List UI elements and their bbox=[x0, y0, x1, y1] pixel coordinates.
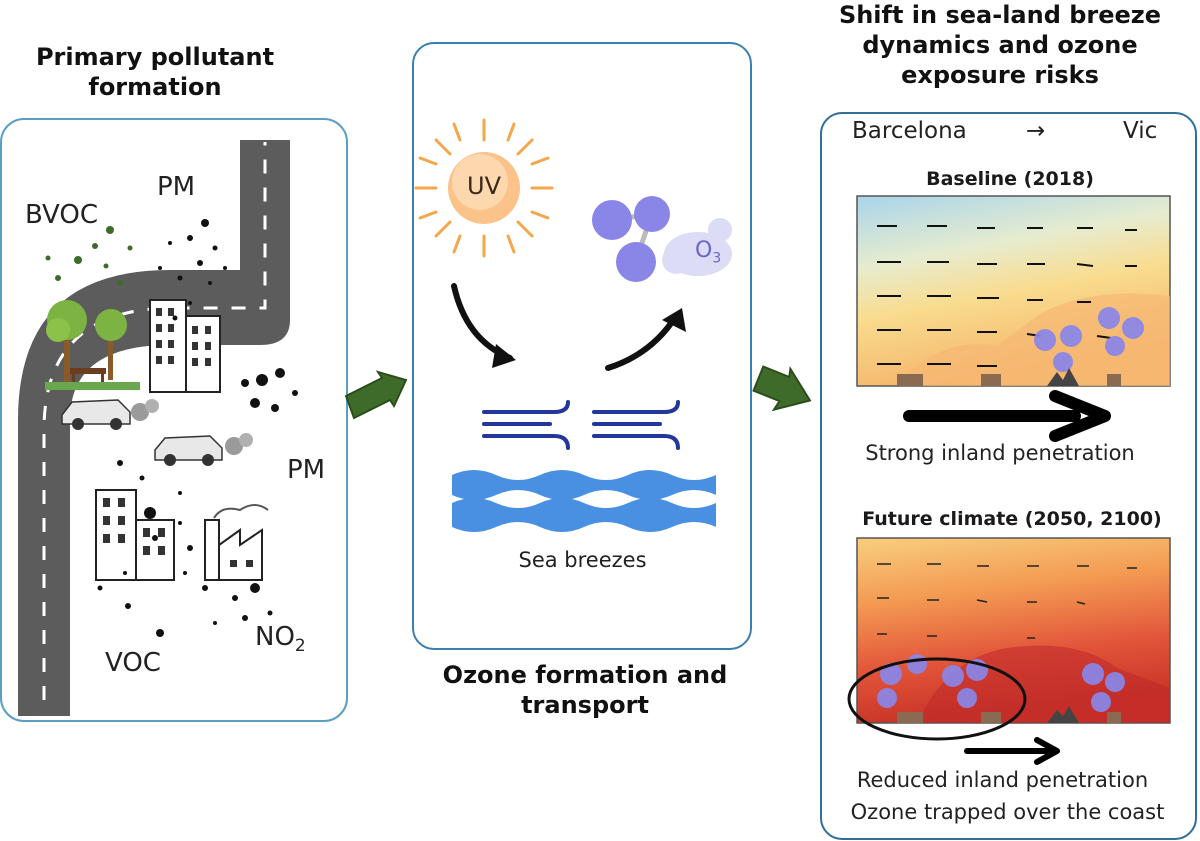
bvoc-particles bbox=[45, 226, 133, 286]
strong-penetration-arrow bbox=[903, 390, 1111, 442]
left-panel-title: Primary pollutant formation bbox=[35, 43, 275, 101]
wind-icon bbox=[482, 400, 680, 450]
buildings-top bbox=[149, 299, 221, 393]
no2-subscript: 2 bbox=[294, 636, 306, 657]
particles bbox=[97, 219, 298, 637]
voc-label: VOC bbox=[105, 648, 161, 678]
flow-arrow-2 bbox=[752, 365, 812, 412]
curved-arrow-up bbox=[605, 313, 679, 371]
o3-label: O3 bbox=[695, 238, 721, 266]
baseline-caption: Strong inland penetration bbox=[865, 441, 1135, 465]
sea-breezes-label: Sea breezes bbox=[518, 548, 647, 572]
no2-base: NO bbox=[255, 622, 295, 652]
bvoc-label: BVOC bbox=[25, 200, 98, 230]
cars bbox=[61, 399, 253, 466]
road bbox=[18, 140, 290, 716]
future-caption-line1: Reduced inland penetration bbox=[856, 768, 1149, 792]
uv-label: UV bbox=[467, 172, 501, 200]
sun-icon bbox=[414, 118, 554, 258]
no2-label: NO2 bbox=[255, 622, 306, 656]
trees bbox=[45, 300, 140, 390]
reduced-penetration-arrow bbox=[964, 737, 1060, 765]
right-panel-title: Shift in sea-land breeze dynamics and oz… bbox=[838, 1, 1162, 89]
direction-arrow: → bbox=[1026, 118, 1046, 144]
urban-scene-illustration bbox=[18, 140, 298, 716]
o3-base: O bbox=[695, 238, 713, 263]
trapped-ozone-ellipse bbox=[847, 657, 1027, 741]
buildings-bottom bbox=[95, 489, 269, 581]
sea-waves bbox=[452, 470, 716, 532]
ozone-formation-caption: Ozone formation and transport bbox=[442, 661, 728, 719]
pm-label-top: PM bbox=[157, 172, 196, 202]
destination-label: Vic bbox=[1123, 118, 1158, 144]
future-climate-title: Future climate (2050, 2100) bbox=[862, 508, 1162, 530]
baseline-title: Baseline (2018) bbox=[926, 168, 1094, 190]
baseline-map bbox=[856, 195, 1171, 387]
ozone-molecule-icon bbox=[592, 196, 732, 282]
road-markings bbox=[42, 142, 267, 700]
pm-label-right: PM bbox=[287, 455, 326, 485]
flow-arrow-1 bbox=[344, 370, 408, 420]
origin-label: Barcelona bbox=[852, 118, 967, 144]
future-climate-map bbox=[856, 537, 1171, 724]
future-caption-line2: Ozone trapped over the coast bbox=[850, 800, 1165, 824]
ozone-formation-panel bbox=[412, 42, 752, 650]
curved-arrow-down bbox=[451, 283, 513, 361]
o3-subscript: 3 bbox=[712, 250, 722, 267]
reaction-arrows bbox=[451, 283, 686, 371]
